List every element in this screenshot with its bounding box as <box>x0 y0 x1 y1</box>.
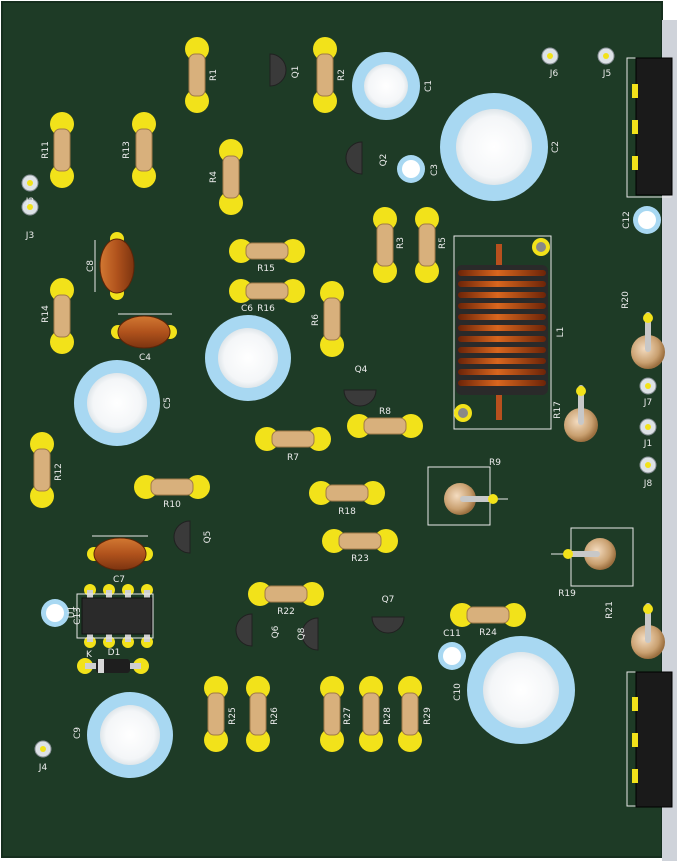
label-l1: L1 <box>556 327 566 338</box>
label-j2: J2 <box>25 197 34 207</box>
label-c9: C9 <box>73 727 83 739</box>
diode-d1 <box>77 658 149 674</box>
capacitor-c8 <box>94 232 135 300</box>
label-r3: R3 <box>396 237 406 249</box>
label-c12: C12 <box>622 211 632 229</box>
label-c7: C7 <box>113 575 125 585</box>
label-r18: R18 <box>338 507 356 517</box>
label-r11: R11 <box>41 141 51 159</box>
label-r6: R6 <box>311 314 321 326</box>
label-q7: Q7 <box>382 595 395 605</box>
label-c1: C1 <box>424 80 434 92</box>
label-q8: Q8 <box>297 627 307 640</box>
label-c2: C2 <box>551 141 561 153</box>
label-r17: R17 <box>553 401 563 419</box>
capacitor-c6 <box>205 315 291 401</box>
transistors <box>173 53 405 651</box>
pin-header-bottom <box>626 671 673 808</box>
label-r23: R23 <box>351 554 369 564</box>
label-c10: C10 <box>453 683 463 701</box>
label-r29: R29 <box>423 707 433 725</box>
capacitor-c2 <box>440 93 548 201</box>
label-r16: R16 <box>257 304 275 314</box>
label-r26: R26 <box>270 707 280 725</box>
label-q1: Q1 <box>291 66 301 79</box>
label-r9: R9 <box>489 458 501 468</box>
capacitor-c12 <box>633 206 661 234</box>
label-c13: C13 <box>73 607 83 625</box>
label-r28: R28 <box>383 707 393 725</box>
label-c6: C6 <box>241 304 253 314</box>
label-r7: R7 <box>287 453 299 463</box>
label-u1: U1 <box>67 606 77 618</box>
label-d1: D1 <box>108 648 121 658</box>
capacitor-c5 <box>74 360 160 446</box>
label-c5: C5 <box>163 397 173 409</box>
label-q5: Q5 <box>203 531 213 544</box>
label-j6: J6 <box>549 69 559 79</box>
label-r5: R5 <box>438 237 448 249</box>
capacitor-c13 <box>41 599 69 627</box>
trimmer-r20 <box>631 312 665 369</box>
trimmer-r19 <box>551 527 634 587</box>
label-c8: C8 <box>86 260 96 272</box>
vertical-resistors <box>30 37 439 752</box>
label-q2: Q2 <box>379 154 389 167</box>
label-r21: R21 <box>605 601 615 619</box>
capacitor-c11 <box>438 642 466 670</box>
capacitor-c1 <box>352 52 420 120</box>
label-r15: R15 <box>257 264 275 274</box>
label-j1: J1 <box>643 439 652 449</box>
label-r22: R22 <box>277 607 295 617</box>
label-r1: R1 <box>209 69 219 81</box>
label-j5: J5 <box>602 69 611 79</box>
inductor-l1 <box>453 235 552 430</box>
label-r19: R19 <box>558 589 576 599</box>
label-r10: R10 <box>163 500 181 510</box>
label-r20: R20 <box>621 291 631 309</box>
trimmer-r21 <box>631 603 665 659</box>
label-j8: J8 <box>643 479 653 489</box>
label-r14: R14 <box>41 305 51 323</box>
label-r2: R2 <box>337 69 347 81</box>
label-r12: R12 <box>54 463 64 481</box>
label-c3: C3 <box>430 164 440 176</box>
capacitor-c3 <box>397 155 425 183</box>
ic-u1 <box>76 584 154 648</box>
label-r25: R25 <box>228 707 238 725</box>
label-q4: Q4 <box>355 365 368 375</box>
label-k: K <box>86 650 93 660</box>
label-j4: J4 <box>38 763 48 773</box>
label-r27: R27 <box>343 707 353 725</box>
capacitor-c10 <box>467 636 575 744</box>
label-c11: C11 <box>443 629 461 639</box>
trimmer-r9 <box>427 466 508 526</box>
capacitor-c7 <box>87 535 153 571</box>
label-q6: Q6 <box>271 625 281 638</box>
label-r8: R8 <box>379 407 391 417</box>
horizontal-resistors <box>134 239 526 627</box>
pin-header-top <box>626 57 673 198</box>
label-c4: C4 <box>139 353 151 363</box>
label-j7: J7 <box>643 398 652 408</box>
trimmer-r17 <box>564 385 598 442</box>
board-edge-strip <box>662 20 677 861</box>
label-j3: J3 <box>25 231 34 241</box>
capacitor-c4 <box>111 313 177 349</box>
label-r24: R24 <box>479 628 497 638</box>
label-r4: R4 <box>209 171 219 183</box>
test-points <box>21 47 657 758</box>
label-r13: R13 <box>122 141 132 159</box>
capacitor-c9 <box>87 692 173 778</box>
